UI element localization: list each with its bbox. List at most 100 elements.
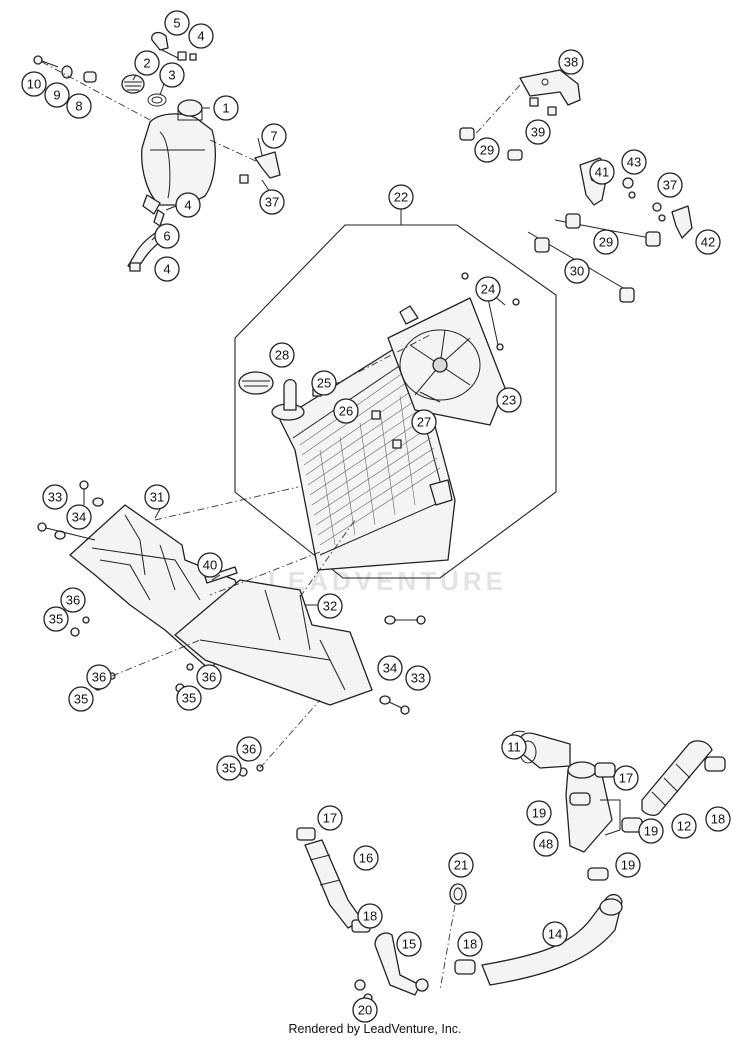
svg-text:4: 4	[163, 262, 170, 277]
callout-38: 38	[558, 49, 584, 75]
svg-text:11: 11	[507, 740, 521, 755]
svg-text:4: 4	[197, 29, 204, 44]
callout-17: 17	[317, 805, 343, 831]
tank-mount-bolt	[33, 55, 97, 83]
callout-25: 25	[311, 370, 337, 396]
svg-text:19: 19	[621, 858, 635, 873]
callout-24: 24	[475, 276, 501, 302]
svg-text:39: 39	[531, 125, 545, 140]
svg-text:12: 12	[677, 819, 691, 834]
svg-text:18: 18	[363, 909, 377, 924]
callout-37: 37	[657, 172, 683, 198]
svg-text:5: 5	[173, 16, 180, 31]
tank-bracket	[239, 151, 281, 184]
callout-34: 34	[66, 504, 92, 530]
svg-text:41: 41	[595, 165, 609, 180]
callout-31: 31	[144, 484, 170, 510]
footer-credit: Rendered by LeadVenture, Inc.	[288, 1022, 462, 1036]
svg-text:33: 33	[48, 490, 62, 505]
overflow-hose-top	[151, 31, 197, 61]
fan-mount-screw	[622, 177, 636, 199]
svg-text:16: 16	[359, 851, 373, 866]
callout-12: 12	[671, 813, 697, 839]
radiator-fan	[387, 297, 506, 426]
callout-39: 39	[525, 119, 551, 145]
callout-4: 4	[188, 23, 214, 49]
callout-29: 29	[593, 229, 619, 255]
callout-42: 42	[695, 229, 721, 255]
callout-32: 32	[317, 593, 343, 619]
svg-text:19: 19	[644, 824, 658, 839]
callout-10: 10	[21, 71, 47, 97]
callout-1: 1	[213, 95, 239, 121]
fan-bracket-small	[652, 202, 693, 239]
radiator-cap	[238, 371, 274, 395]
svg-text:19: 19	[532, 806, 546, 821]
callout-36: 36	[196, 664, 222, 690]
svg-text:7: 7	[270, 129, 277, 144]
svg-text:8: 8	[75, 99, 82, 114]
svg-text:18: 18	[711, 812, 725, 827]
callout-34: 34	[377, 655, 403, 681]
svg-text:22: 22	[394, 190, 408, 205]
tank-cap-seal	[147, 93, 167, 107]
svg-text:18: 18	[463, 937, 477, 952]
svg-text:17: 17	[323, 811, 337, 826]
svg-text:30: 30	[570, 264, 584, 279]
svg-text:23: 23	[502, 393, 516, 408]
svg-text:1: 1	[222, 101, 229, 116]
svg-text:29: 29	[480, 143, 494, 158]
callout-35: 35	[68, 686, 94, 712]
callout-35: 35	[216, 755, 242, 781]
callout-36: 36	[86, 664, 112, 690]
callout-35: 35	[43, 606, 69, 632]
thermostat-hose	[641, 740, 713, 816]
callout-6: 6	[154, 223, 180, 249]
watermark-text: LEADVENTURE	[268, 566, 507, 596]
svg-text:38: 38	[564, 55, 578, 70]
svg-text:4: 4	[184, 198, 191, 213]
svg-text:9: 9	[53, 88, 60, 103]
svg-text:24: 24	[481, 282, 495, 297]
callout-21: 21	[448, 852, 474, 878]
svg-text:28: 28	[275, 348, 289, 363]
tank-cap	[121, 74, 145, 94]
callout-7: 7	[261, 123, 287, 149]
callout-33: 33	[405, 665, 431, 691]
callout-16: 16	[353, 845, 379, 871]
svg-text:43: 43	[627, 155, 641, 170]
fan-screws	[461, 272, 520, 351]
callout-11: 11	[501, 734, 527, 760]
svg-text:2: 2	[143, 56, 150, 71]
svg-text:35: 35	[222, 761, 236, 776]
callout-19: 19	[638, 818, 664, 844]
callout-43: 43	[621, 149, 647, 175]
expansion-tank	[141, 99, 216, 215]
callout-40: 40	[197, 552, 223, 578]
svg-text:3: 3	[168, 68, 175, 83]
svg-text:37: 37	[663, 178, 677, 193]
callout-17: 17	[613, 765, 639, 791]
callout-18: 18	[457, 931, 483, 957]
hose-clamps	[296, 756, 726, 975]
svg-text:36: 36	[202, 670, 216, 685]
svg-text:35: 35	[182, 691, 196, 706]
callout-41: 41	[589, 159, 615, 185]
callout-28: 28	[269, 342, 295, 368]
callout-14: 14	[542, 921, 568, 947]
lower-radiator-hose	[481, 893, 623, 986]
svg-text:36: 36	[66, 593, 80, 608]
callout-36: 36	[236, 736, 262, 762]
svg-text:17: 17	[619, 771, 633, 786]
svg-text:25: 25	[317, 376, 331, 391]
svg-text:14: 14	[548, 927, 562, 942]
svg-text:21: 21	[454, 858, 468, 873]
svg-text:40: 40	[203, 558, 217, 573]
svg-text:26: 26	[339, 404, 353, 419]
callout-19: 19	[526, 800, 552, 826]
callout-15: 15	[396, 931, 422, 957]
callout-3: 3	[159, 62, 185, 88]
svg-text:27: 27	[417, 415, 431, 430]
svg-text:29: 29	[599, 235, 613, 250]
